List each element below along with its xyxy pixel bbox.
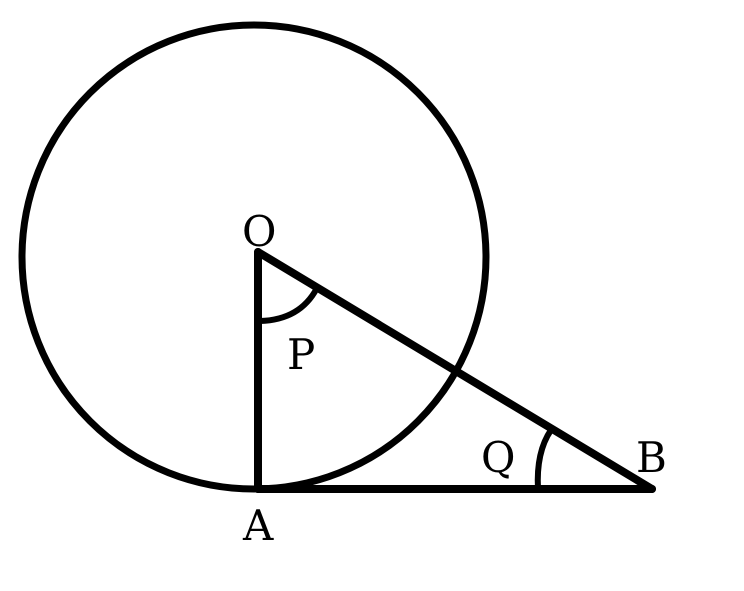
point-label-a: A [242, 501, 274, 550]
point-label-o: O [242, 207, 276, 256]
segment-ob [254, 248, 656, 493]
angle-label-p: P [287, 330, 315, 379]
angle-label-q: Q [481, 433, 515, 482]
angle-arc-p [257, 285, 320, 324]
point-label-b: B [636, 433, 667, 482]
angle-arc-q [534, 427, 554, 492]
